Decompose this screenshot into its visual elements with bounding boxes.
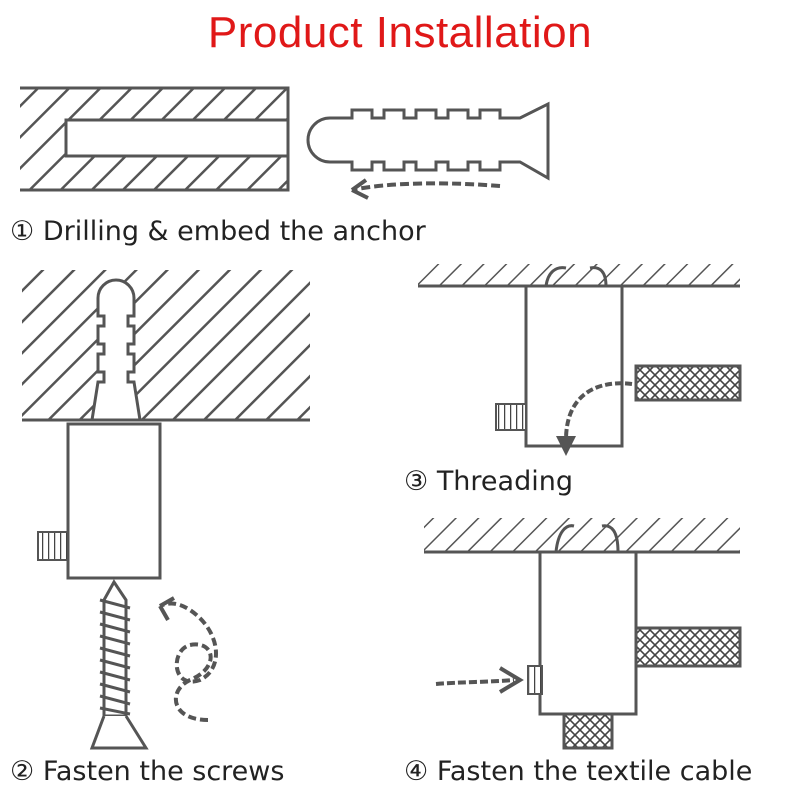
step1-illustration <box>20 86 550 200</box>
step2-caption: ② Fasten the screws <box>10 756 284 787</box>
cable-holder <box>524 284 624 448</box>
page-title: Product Installation <box>207 8 593 57</box>
textile-cable <box>634 364 742 402</box>
cable-holder <box>538 550 638 716</box>
step1-caption: ① Drilling & embed the anchor <box>10 216 426 247</box>
step2-marker: ② <box>10 756 35 787</box>
step3-marker: ③ <box>404 466 429 497</box>
step3-caption: ③ Threading <box>404 466 573 497</box>
step2-text: Fasten the screws <box>42 756 285 787</box>
step1-marker: ① <box>10 216 35 247</box>
step3-illustration <box>418 264 742 456</box>
step4-caption: ④ Fasten the textile cable <box>404 756 752 787</box>
step4-illustration <box>424 518 742 750</box>
screw <box>89 579 149 750</box>
step4-marker: ④ <box>404 756 429 787</box>
anchor-plug <box>306 101 550 181</box>
step3-text: Threading <box>436 466 573 497</box>
anchor-plug <box>90 278 142 422</box>
cable-holder <box>66 422 162 580</box>
step2-illustration <box>22 270 310 750</box>
textile-cable <box>634 626 742 668</box>
step1-text: Drilling & embed the anchor <box>42 216 426 247</box>
step4-text: Fasten the textile cable <box>436 756 753 787</box>
